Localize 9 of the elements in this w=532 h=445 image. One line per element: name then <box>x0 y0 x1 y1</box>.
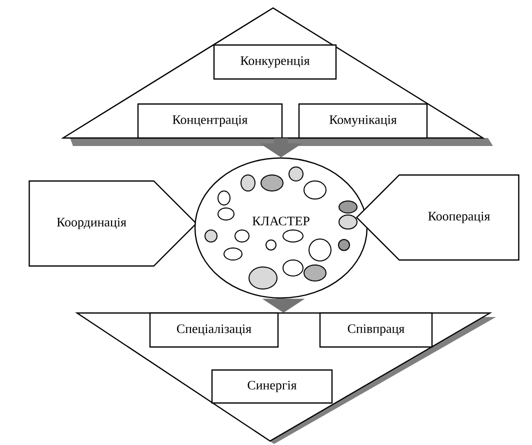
text-box: Співпраця <box>319 312 433 348</box>
text-box: Комунікація <box>298 103 428 139</box>
pentagon-arrow-box: Кооперація <box>356 174 520 261</box>
text-box: Спеціалізація <box>149 312 279 348</box>
pentagon-arrow-box: Координація <box>28 180 198 267</box>
node-label: Кооперація <box>428 212 490 224</box>
text-box: Синергія <box>211 369 333 404</box>
text-box: Концентрація <box>137 103 283 139</box>
text-box: Конкуренція <box>213 44 337 80</box>
